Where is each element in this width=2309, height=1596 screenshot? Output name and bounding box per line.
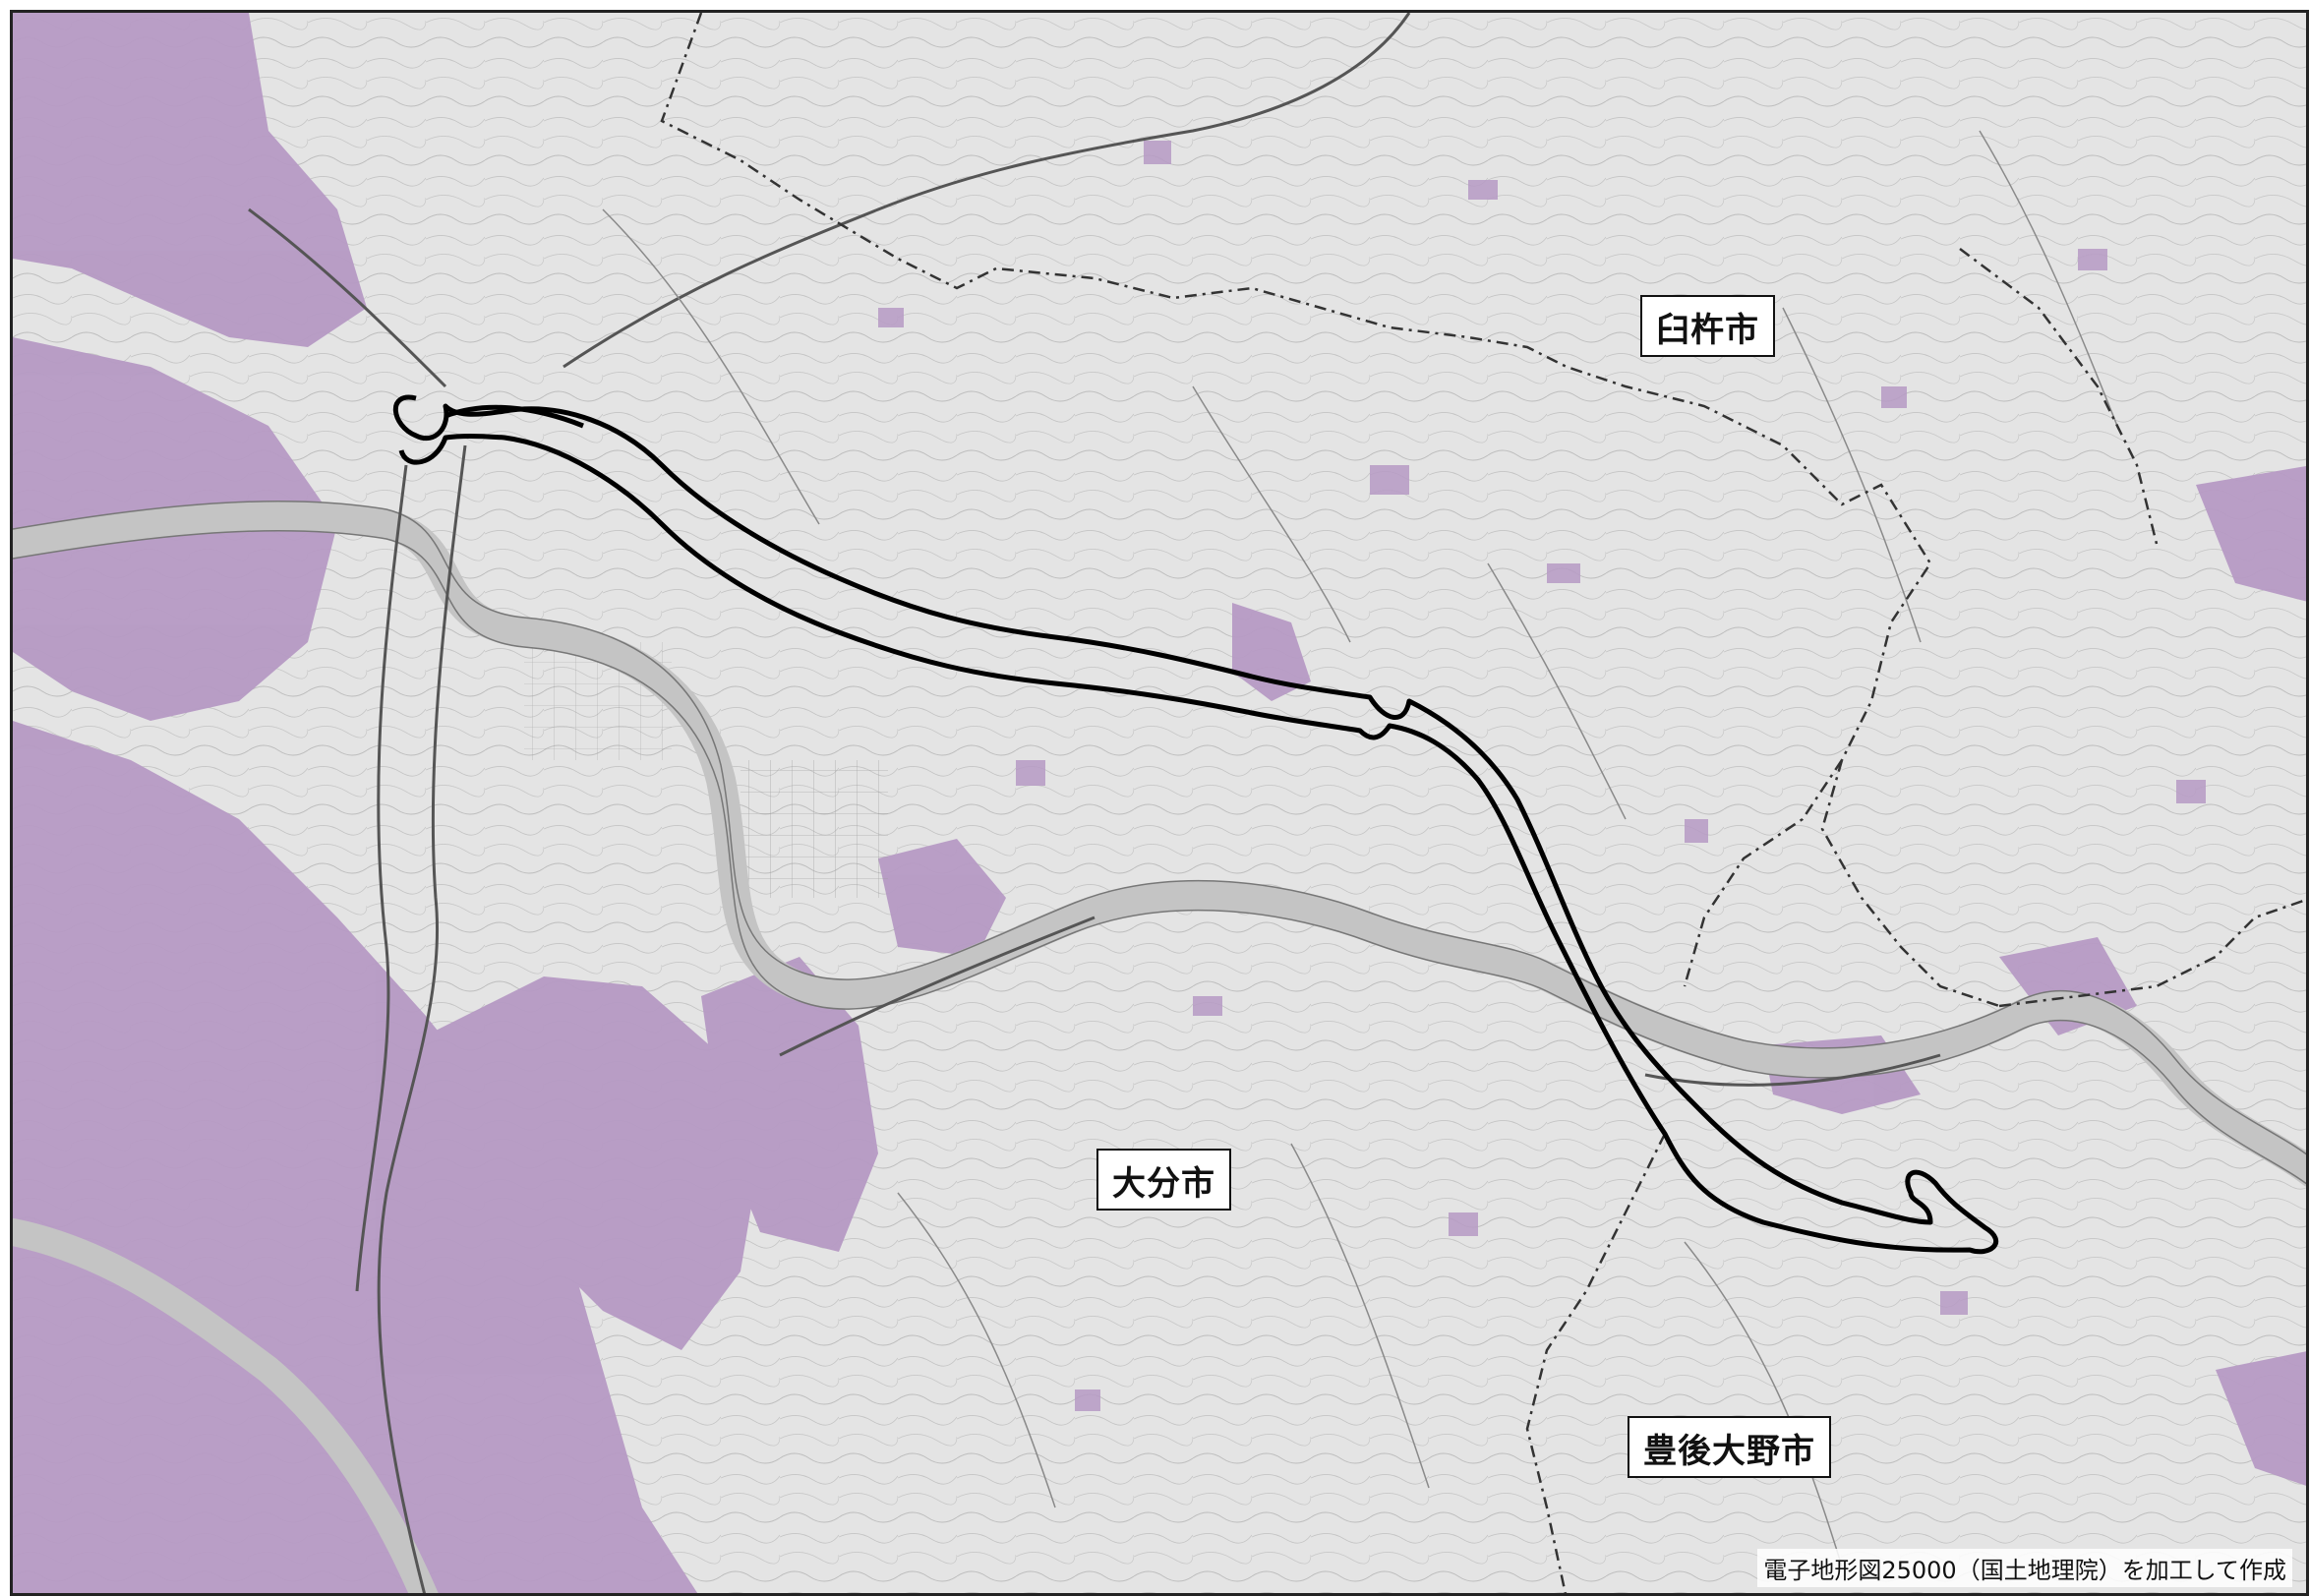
roads xyxy=(248,13,1941,1593)
topographic-map xyxy=(13,13,2306,1593)
river-banks xyxy=(13,500,2306,1185)
map-frame: 臼杵市 大分市 豊後大野市 電子地形図25000（国土地理院）を加工して作成 xyxy=(10,10,2309,1596)
planned-route-corridor xyxy=(392,394,1999,1255)
minor-roads xyxy=(602,130,2118,1567)
city-grid-district xyxy=(740,760,888,898)
map-credit: 電子地形図25000（国土地理院）を加工して作成 xyxy=(1757,1549,2292,1587)
city-label-usuki: 臼杵市 xyxy=(1640,295,1775,357)
rivers xyxy=(13,501,2306,1593)
urban-areas-scattered xyxy=(878,141,2206,1411)
city-label-oita: 大分市 xyxy=(1096,1149,1231,1211)
city-label-bungo-ono: 豊後大野市 xyxy=(1628,1416,1831,1478)
municipal-boundaries xyxy=(660,13,2306,1593)
urban-areas xyxy=(13,13,2306,1593)
